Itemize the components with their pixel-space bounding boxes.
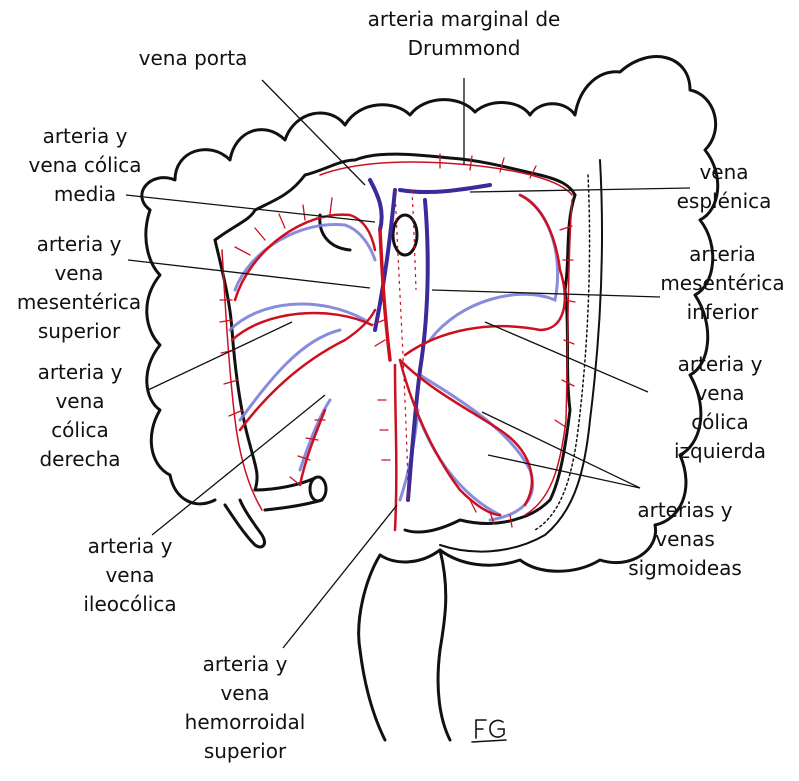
label-vena-porta: vena porta (110, 44, 276, 73)
arteries (222, 162, 572, 530)
artist-signature (472, 720, 506, 742)
colon-outline (142, 57, 718, 740)
vessel-twigs (220, 154, 575, 527)
